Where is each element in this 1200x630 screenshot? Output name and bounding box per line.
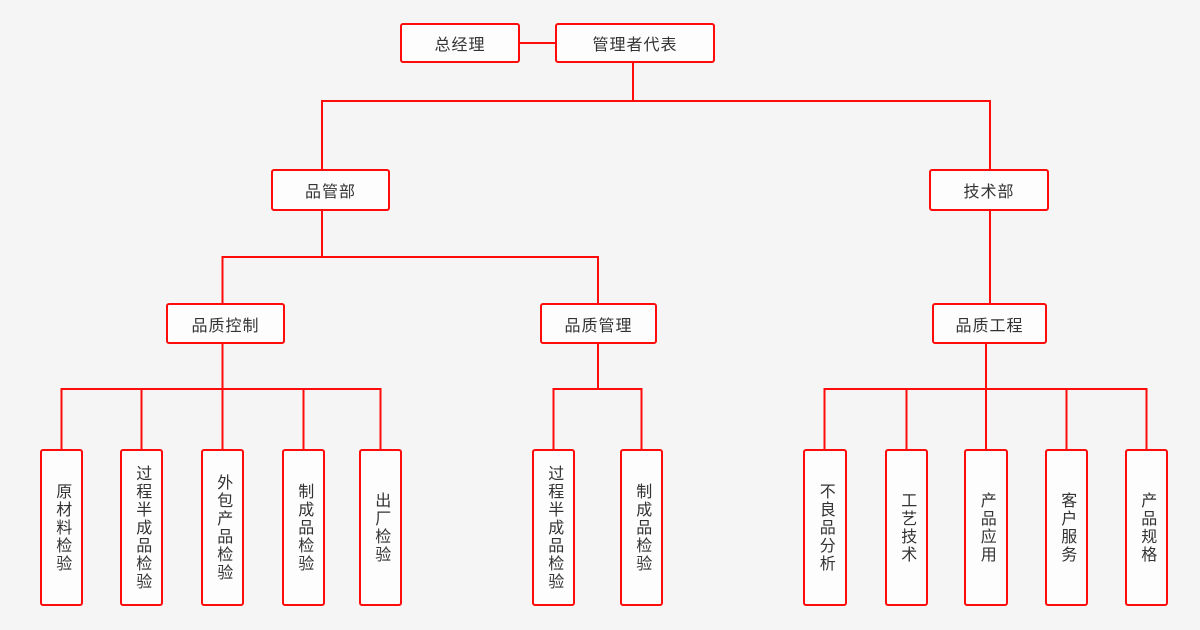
org-node-process-technology: 工艺技术 [885, 449, 928, 606]
org-node-product-application: 产品应用 [964, 449, 1008, 606]
org-node-management-representative: 管理者代表 [555, 23, 715, 63]
org-node-general-manager: 总经理 [400, 23, 520, 63]
org-node-customer-service: 客户服务 [1045, 449, 1088, 606]
org-node-process-semifinished-inspection-qm: 过程半成品检验 [532, 449, 575, 606]
org-node-quality-control: 品质控制 [166, 303, 285, 344]
org-node-product-specification: 产品规格 [1125, 449, 1168, 606]
org-node-defective-product-analysis: 不良品分析 [803, 449, 847, 606]
org-node-finished-product-inspection: 制成品检验 [282, 449, 325, 606]
org-node-outsourced-product-inspection: 外包产品检验 [201, 449, 244, 606]
org-node-raw-material-inspection: 原材料检验 [40, 449, 83, 606]
org-node-tech-dept: 技术部 [929, 169, 1049, 211]
org-node-outgoing-inspection: 出厂检验 [359, 449, 402, 606]
org-node-finished-product-inspection-qm: 制成品检验 [620, 449, 663, 606]
org-node-quality-engineering: 品质工程 [932, 303, 1047, 344]
org-node-quality-management: 品质管理 [540, 303, 657, 344]
org-node-process-semifinished-inspection: 过程半成品检验 [120, 449, 163, 606]
org-node-quality-dept: 品管部 [271, 169, 390, 211]
